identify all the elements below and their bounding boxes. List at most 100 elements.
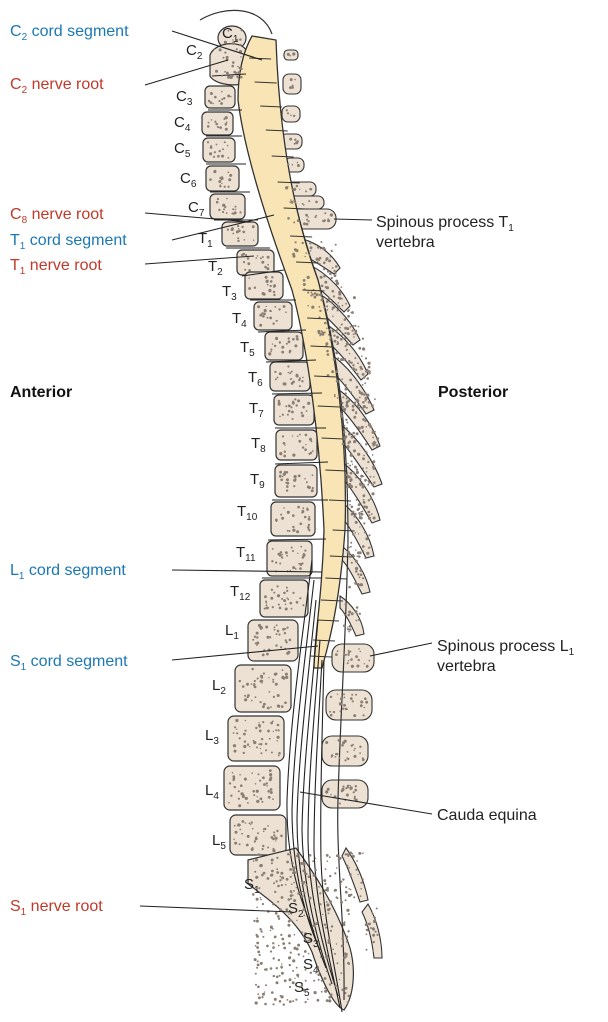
bone-speckle xyxy=(276,633,278,635)
bone-speckle xyxy=(217,155,220,158)
bone-speckle xyxy=(288,942,290,944)
bone-speckle xyxy=(349,785,351,787)
bone-speckle xyxy=(356,665,359,668)
bone-speckle xyxy=(254,958,257,961)
bone-speckle xyxy=(221,155,224,158)
bone-speckle xyxy=(346,349,348,351)
bone-speckle xyxy=(227,229,229,231)
bone-speckle xyxy=(292,52,295,55)
bone-speckle xyxy=(366,552,369,555)
bone-speckle xyxy=(349,478,352,481)
bone-speckle xyxy=(275,378,277,380)
bone-speckle xyxy=(350,326,352,328)
bone-speckle xyxy=(283,947,286,950)
bone-speckle xyxy=(274,673,277,676)
bone-speckle xyxy=(266,653,269,656)
bone-speckle xyxy=(251,848,254,851)
vertebral-body-l5 xyxy=(230,815,286,855)
bone-speckle xyxy=(317,330,320,333)
bone-speckle xyxy=(284,451,286,453)
vertebra-label-t7: T7 xyxy=(249,400,264,420)
bone-speckle xyxy=(348,913,350,915)
bone-speckle xyxy=(262,256,264,258)
bone-speckle xyxy=(334,953,336,955)
bone-speckle xyxy=(304,516,307,519)
bone-speckle xyxy=(289,978,292,981)
bone-speckle xyxy=(343,693,345,695)
bone-speckle xyxy=(277,694,280,697)
label-spinous-process-l1-vertebra: vertebra xyxy=(437,658,496,675)
bone-speckle xyxy=(293,200,295,202)
bone-speckle xyxy=(358,659,360,661)
bone-speckle xyxy=(359,526,360,527)
bone-speckle xyxy=(307,276,310,279)
spinous-process-t12 xyxy=(340,596,364,636)
bone-speckle xyxy=(292,895,294,897)
bone-speckle xyxy=(268,352,271,355)
bone-speckle xyxy=(315,201,318,204)
bone-speckle xyxy=(283,507,285,509)
bone-speckle xyxy=(221,183,222,184)
bone-speckle xyxy=(278,959,280,961)
bone-speckle xyxy=(360,895,362,897)
bone-speckle xyxy=(245,822,247,824)
bone-speckle xyxy=(337,309,339,311)
bone-speckle xyxy=(321,285,324,288)
bone-speckle xyxy=(356,386,358,388)
bone-speckle xyxy=(239,38,241,40)
bone-speckle xyxy=(287,112,289,114)
bone-speckle xyxy=(344,759,346,761)
bone-speckle xyxy=(221,98,223,100)
vertebra-label-c3: C3 xyxy=(176,88,193,108)
bone-speckle xyxy=(252,225,255,228)
bone-speckle xyxy=(325,912,326,913)
bone-speckle xyxy=(264,991,265,992)
bone-speckle xyxy=(362,577,364,579)
bone-speckle xyxy=(311,188,312,189)
bone-speckle xyxy=(356,469,358,471)
bone-speckle xyxy=(353,449,356,452)
bone-speckle xyxy=(213,156,215,158)
bone-speckle xyxy=(297,162,299,164)
bone-speckle xyxy=(258,773,260,775)
bone-speckle xyxy=(286,555,288,557)
bone-speckle xyxy=(312,450,314,452)
bone-speckle xyxy=(266,782,268,784)
bone-speckle xyxy=(312,474,314,476)
vertebral-body-l3 xyxy=(228,716,284,761)
bone-speckle xyxy=(243,261,245,263)
bone-speckle xyxy=(261,682,263,684)
bone-speckle xyxy=(207,141,209,143)
bone-speckle xyxy=(237,225,239,227)
bone-speckle xyxy=(226,198,228,200)
bone-speckle xyxy=(321,333,324,336)
bone-speckle xyxy=(373,468,375,470)
bone-speckle xyxy=(352,325,354,327)
bone-speckle xyxy=(363,455,365,457)
bone-speckle xyxy=(259,780,261,782)
bone-speckle xyxy=(374,917,376,919)
bone-speckle xyxy=(297,553,298,554)
bone-speckle xyxy=(302,891,303,892)
bone-speckle xyxy=(278,755,280,757)
bone-speckle xyxy=(279,475,282,478)
bone-speckle xyxy=(333,295,335,297)
bone-speckle xyxy=(331,250,333,252)
bone-speckle xyxy=(366,929,367,930)
bone-speckle xyxy=(300,523,303,526)
bone-speckle xyxy=(262,993,265,996)
bone-speckle xyxy=(321,297,324,300)
bone-speckle xyxy=(288,934,291,937)
bone-speckle xyxy=(245,797,248,800)
bone-speckle xyxy=(344,425,346,427)
bone-speckle xyxy=(327,353,330,356)
bone-speckle xyxy=(260,897,261,898)
bone-speckle xyxy=(289,372,291,374)
bone-speckle xyxy=(324,331,326,333)
bone-speckle xyxy=(276,981,279,984)
bone-speckle xyxy=(344,327,347,330)
bone-speckle xyxy=(356,379,358,381)
bone-speckle xyxy=(224,52,226,54)
bone-speckle xyxy=(278,403,281,406)
bone-speckle xyxy=(221,91,223,93)
